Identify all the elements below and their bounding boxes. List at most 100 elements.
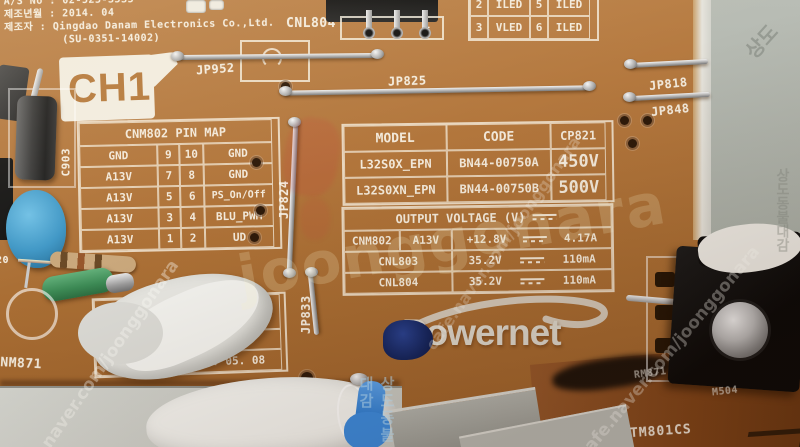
table-surface-right (711, 0, 800, 238)
led-cell: VLED (488, 16, 530, 39)
jp952-label: JP952 (195, 60, 236, 78)
cert-mark-icon (186, 0, 206, 13)
via-hole (620, 116, 629, 125)
via-hole (628, 139, 637, 148)
via-hole (252, 158, 261, 167)
solder-joint (305, 267, 318, 277)
solder-joint (283, 268, 296, 278)
red-stamp-mark (277, 113, 346, 201)
connector-pin-pad (391, 27, 403, 39)
pinmap-cell: 7 (157, 164, 181, 187)
jp848-label: JP848 (650, 101, 691, 119)
model-cell: L32S0XN_EPN (344, 176, 448, 204)
output-values: +12.8V 4.17A (451, 227, 612, 251)
output-pin: A13V (399, 229, 453, 252)
pinmap-cell: 9 (157, 143, 180, 166)
output-amp: 110mA (562, 273, 597, 287)
board-edge (693, 0, 713, 240)
led-cell: 2 (470, 0, 488, 16)
output-amp: 110mA (562, 252, 596, 266)
output-conn: CNL803 (344, 250, 453, 273)
connector-pin (366, 10, 372, 28)
cert-mark-icon (209, 0, 224, 10)
pinmap-cell: 6 (180, 185, 205, 207)
pinmap-cell: A13V (80, 228, 160, 252)
pinmap-cell: GND (203, 142, 273, 165)
pinmap-cell: UD (204, 226, 275, 249)
pinmap-cell: 5 (158, 185, 181, 208)
via-hole (256, 206, 265, 215)
cnm871-label: CNM871 (0, 354, 43, 373)
component-outline-box (240, 40, 310, 82)
pinmap-cell: 3 (158, 206, 181, 229)
jp825-label: JP825 (387, 73, 427, 89)
pinmap-cell: GND (79, 144, 158, 168)
model-voltage-cell: 500V (551, 174, 607, 201)
solder-joint (371, 49, 384, 59)
pinmap-cell: 2 (180, 227, 206, 249)
diode-cylinder (14, 95, 58, 181)
pinmap-cell: 1 (158, 227, 182, 250)
connector-outline-box (340, 16, 444, 40)
solder-joint (171, 51, 184, 61)
pinmap-cell: A13V (79, 165, 159, 189)
pinmap-cell: 10 (179, 143, 204, 165)
red-stamp-mark (300, 198, 330, 240)
output-volt: 35.2V (468, 274, 503, 289)
output-values: 35.2V 110mA (452, 269, 613, 293)
silkscreen-circle (6, 288, 58, 340)
dc-symbol (520, 277, 545, 284)
solder-joint (279, 86, 292, 96)
output-volt: +12.8V (466, 232, 507, 247)
led-cell: ILED (488, 0, 530, 16)
diode-outline (8, 88, 76, 188)
corner-bracket (744, 428, 800, 447)
led-pin-table: 2 ILED 5 ILED 3 VLED 6 ILED (468, 0, 599, 41)
output-values: 35.2V 110mA (452, 248, 613, 272)
pinmap-cell: A13V (80, 207, 159, 231)
led-cell: ILED (548, 0, 590, 16)
jumper-wire-jp825 (283, 85, 589, 96)
dc-symbol (532, 213, 557, 221)
jp818-label: JP818 (648, 75, 689, 93)
output-title-text: OUTPUT VOLTAGE (V) (395, 210, 526, 227)
powernet-swoosh (394, 295, 608, 340)
solder-joint (583, 81, 596, 91)
solder-joint (623, 92, 636, 102)
output-volt: 35.2V (468, 253, 502, 268)
transistor-pad (655, 272, 675, 287)
transistor-pad (655, 305, 675, 320)
output-amp: 4.17A (563, 231, 598, 245)
ch1-text: CH1 (67, 64, 152, 112)
connector-pin-pad (419, 27, 431, 39)
pinmap-cell: PS_On/Off (204, 184, 274, 207)
output-voltage-table: OUTPUT VOLTAGE (V) CNM802 A13V +12.8V 4.… (341, 203, 615, 296)
capacitor-lead (24, 261, 31, 289)
pinmap-cell: A13V (80, 186, 159, 210)
led-cell: 3 (470, 16, 488, 39)
via-hole (643, 116, 652, 125)
blue-paint-blob (383, 320, 433, 360)
led-cell: 6 (530, 16, 548, 39)
model-voltage-cell: 450V (550, 148, 607, 175)
led-cell: ILED (548, 16, 590, 39)
pinmap-cell: GND (203, 163, 274, 186)
model-header: CODE (446, 122, 551, 151)
jumper-wire-jp952 (177, 52, 377, 61)
via-hole (250, 233, 259, 242)
connector-pin (394, 10, 400, 28)
metal-crimp (104, 271, 136, 295)
led-cell: 5 (530, 0, 548, 16)
model-cell: BN44-00750B (447, 174, 552, 203)
corner-20-label: 20 (0, 255, 10, 266)
connector-pin (422, 10, 428, 28)
solder-joint (624, 59, 637, 69)
model-cell: BN44-00750A (446, 148, 552, 177)
board-bottom-shadow (0, 380, 400, 387)
model-header: MODEL (343, 124, 447, 152)
model-header: CP821 (550, 122, 606, 149)
connector-pin-pad (363, 27, 375, 39)
model-cell: L32S0X_EPN (343, 150, 448, 178)
manufacturer-info-block: A/S No : 02-525-3535 제조년월 : 2014. 04 제조자… (4, 0, 275, 47)
